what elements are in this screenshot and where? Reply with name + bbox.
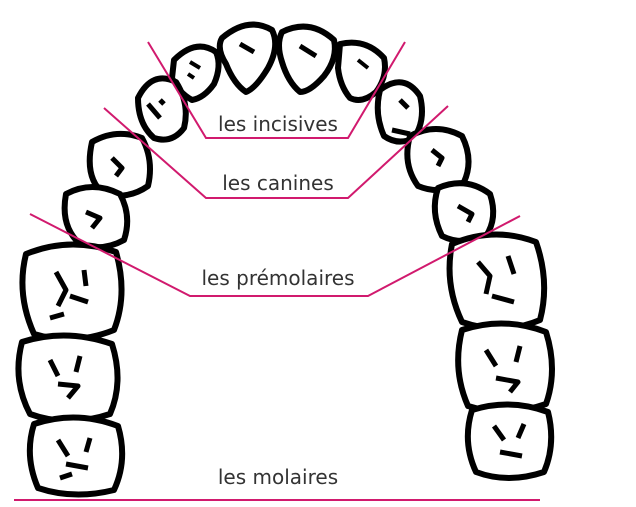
tooth-molar-left-3 [30, 417, 122, 494]
tooth-molar-left-1 [22, 244, 121, 339]
label-canines: les canines [222, 171, 334, 195]
label-molars: les molaires [218, 465, 338, 489]
label-incisors: les incisives [218, 112, 338, 136]
label-premolars: les prémolaires [201, 266, 354, 290]
tooth-canine-left [138, 78, 186, 139]
tooth-molar-left-2 [18, 335, 117, 421]
dental-arch [18, 25, 552, 495]
tooth-molar-right-1 [450, 234, 545, 328]
tooth-incisor-central-right [279, 27, 335, 92]
tooth-premolar-left-2 [65, 187, 128, 247]
tooth-molar-right-2 [458, 323, 552, 411]
tooth-molar-right-3 [468, 404, 551, 478]
tooth-incisor-central-left [220, 25, 275, 92]
